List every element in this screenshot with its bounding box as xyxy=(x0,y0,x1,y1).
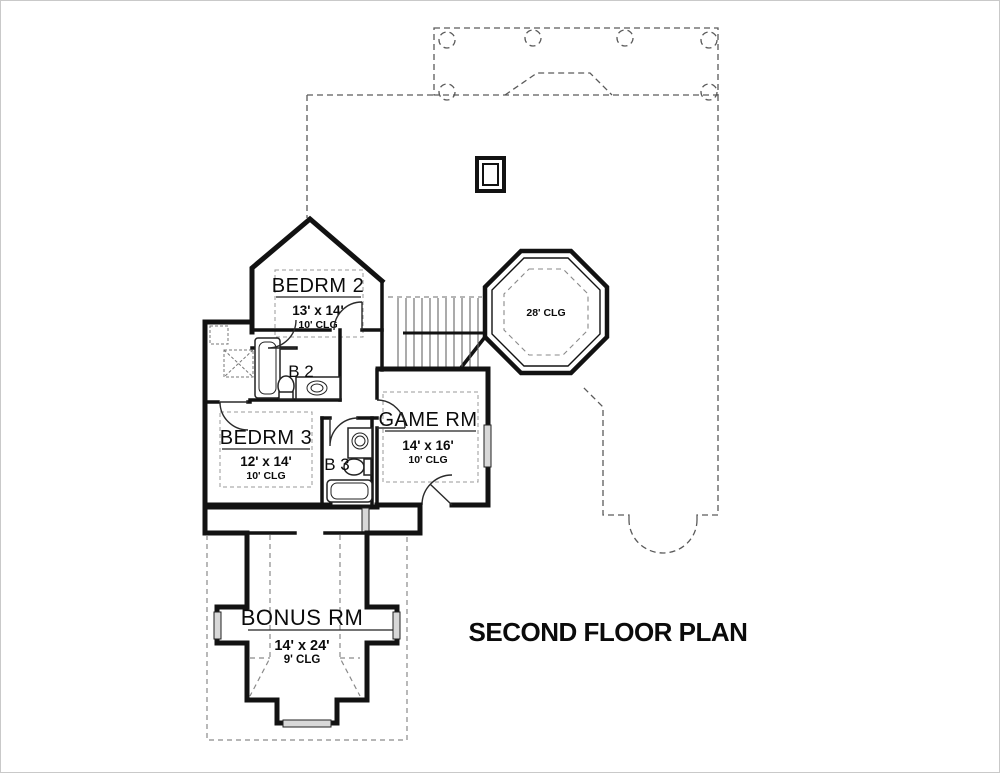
bonus-dims: 14' x 24' xyxy=(274,638,329,654)
room-bedrm2: BEDRM 2 13' x 14' 10' CLG xyxy=(249,215,386,338)
door-bath3 xyxy=(329,417,359,447)
bedrm3-label-box xyxy=(219,411,313,488)
room-bonus: BONUS RM 14' x 24' 9' CLG xyxy=(206,530,408,741)
room-game: GAME RM 14' x 16' 10' CLG xyxy=(374,366,492,508)
bath3: B 3 xyxy=(320,416,379,507)
door-bedrm2 xyxy=(333,301,363,331)
sink xyxy=(306,380,328,396)
bedrm3-dims: 12' x 14' xyxy=(240,454,291,469)
bedrm3-ceiling: 10' CLG xyxy=(246,470,285,482)
porch-column xyxy=(524,29,542,47)
bedrm2-name: BEDRM 2 xyxy=(272,275,364,297)
door-game xyxy=(376,399,406,429)
bonus-knee-wall-right xyxy=(339,535,361,697)
toilet-tank xyxy=(278,391,294,400)
bedrm2-ceiling: 10' CLG xyxy=(298,319,337,331)
bedrm2-dims: 13' x 14' xyxy=(292,303,343,318)
bathtub xyxy=(254,337,281,399)
bathtub xyxy=(326,479,373,503)
porch-column xyxy=(438,31,456,49)
doors xyxy=(219,301,453,506)
turret-open-to-below-dashed xyxy=(503,268,589,356)
bedrm2-walls xyxy=(249,215,386,335)
bedrm3-name: BEDRM 3 xyxy=(220,427,312,449)
bedrm2-label-box xyxy=(274,269,364,338)
vanity-counter xyxy=(295,376,341,400)
lower-hall xyxy=(202,502,423,536)
window xyxy=(282,719,332,728)
cased-opening xyxy=(361,507,370,533)
door-bedrm2-closet xyxy=(267,319,297,349)
closet-shelves xyxy=(209,325,254,378)
bonus-knee-wall-left xyxy=(249,535,271,697)
door-bedrm3 xyxy=(219,401,249,431)
porch-column xyxy=(438,83,456,101)
bath2-label: B 2 xyxy=(288,362,314,381)
bath2: B 2 xyxy=(254,337,341,400)
bonus-ceiling: 9' CLG xyxy=(284,654,321,666)
bath3-label: B 3 xyxy=(324,455,350,474)
window xyxy=(483,424,492,468)
game-label-box xyxy=(382,391,479,483)
door-game-bottom xyxy=(421,474,453,506)
toilet-tank xyxy=(363,458,372,476)
turret-wall-connector xyxy=(457,334,488,372)
turret-ceiling-label: 28' CLG xyxy=(526,307,565,319)
window xyxy=(213,611,222,640)
room-bedrm3: BEDRM 3 12' x 14' 10' CLG xyxy=(202,411,333,508)
footprint-outline xyxy=(306,27,719,554)
turret-octagon: 28' CLG xyxy=(457,248,610,376)
window xyxy=(392,611,401,640)
porch-column xyxy=(700,83,718,101)
game-name: GAME RM xyxy=(378,409,477,431)
chimney xyxy=(475,156,506,193)
porch-column xyxy=(700,31,718,49)
game-dims: 14' x 16' xyxy=(402,438,453,453)
sink xyxy=(351,432,369,450)
stairs xyxy=(375,279,486,372)
bonus-roof-outline xyxy=(206,535,408,741)
porch-column xyxy=(616,29,634,47)
plan-title: SECOND FLOOR PLAN xyxy=(469,617,748,647)
game-ceiling: 10' CLG xyxy=(408,454,447,466)
bonus-name: BONUS RM xyxy=(241,605,364,630)
